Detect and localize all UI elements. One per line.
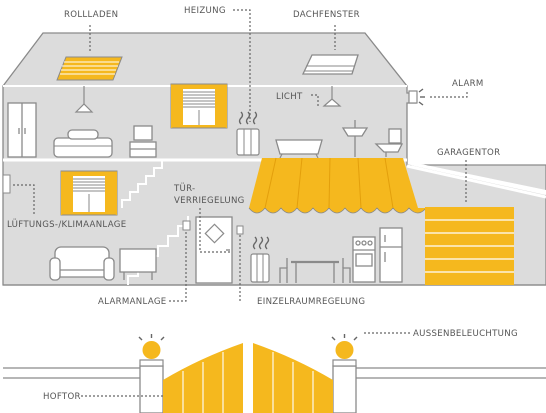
- alarm-siren-icon: [408, 88, 425, 106]
- label-rollladen: ROLLLADEN: [64, 10, 118, 20]
- label-dachfenster: DACHFENSTER: [293, 10, 360, 20]
- sink: [341, 120, 369, 157]
- ceiling-lamp-bedroom: [74, 86, 94, 113]
- label-alarm: ALARM: [452, 79, 484, 89]
- garage-door: [425, 207, 514, 285]
- outdoor-lamp-left: [138, 334, 165, 367]
- radiator-upstairs: [236, 111, 260, 156]
- label-tuer-line1: TÜR-: [173, 183, 195, 194]
- radiator-kitchen: [250, 236, 270, 283]
- label-tuer-line2: VERRIEGELUNG: [174, 196, 245, 206]
- tv-upstairs: [129, 125, 157, 158]
- roof-window: [301, 54, 359, 75]
- gate-post-right: [332, 365, 357, 413]
- label-lueftung: LÜFTUNGS-/KLIMAANLAGE: [7, 219, 126, 230]
- stove: [352, 236, 376, 283]
- kitchen-table: [279, 258, 351, 283]
- bathtub: [275, 139, 323, 159]
- thermostat: [236, 225, 244, 235]
- garage-roof-line: [406, 164, 546, 199]
- label-alarmanlage: ALARMANLAGE: [98, 297, 167, 307]
- ceiling-lamp-bathroom: [322, 86, 342, 107]
- ventilation-unit: [2, 174, 11, 194]
- window-living-room: [60, 170, 118, 216]
- alarm-panel: [182, 220, 191, 231]
- gate-leaf-right: [253, 343, 333, 413]
- armchair: [49, 246, 115, 281]
- garage-roof: [407, 163, 546, 195]
- gate-leaf-left: [163, 343, 243, 413]
- gate-post-left: [139, 365, 164, 413]
- label-aussenbeleuchtung: AUSSENBELEUCHTUNG: [413, 329, 518, 339]
- wardrobe: [7, 102, 37, 158]
- label-heizung: HEIZUNG: [184, 6, 226, 16]
- tv-living-room: [119, 248, 157, 280]
- fridge: [379, 227, 403, 283]
- kitchen-awning: [248, 157, 427, 214]
- window-bedroom: [170, 83, 228, 129]
- outdoor-lamp-right: [331, 334, 358, 367]
- label-garagentor: GARAGENTOR: [437, 148, 500, 158]
- skylight-with-shutter: [56, 56, 123, 81]
- label-licht: LICHT: [276, 92, 303, 102]
- label-einzelraumregelung: EINZELRAUMREGELUNG: [257, 297, 365, 307]
- front-door: [195, 216, 233, 284]
- bed: [53, 129, 113, 158]
- label-hoftor: HOFTOR: [43, 392, 81, 402]
- staircase: [121, 160, 189, 285]
- toilet: [374, 128, 404, 157]
- callout-leaders: [11, 9, 468, 397]
